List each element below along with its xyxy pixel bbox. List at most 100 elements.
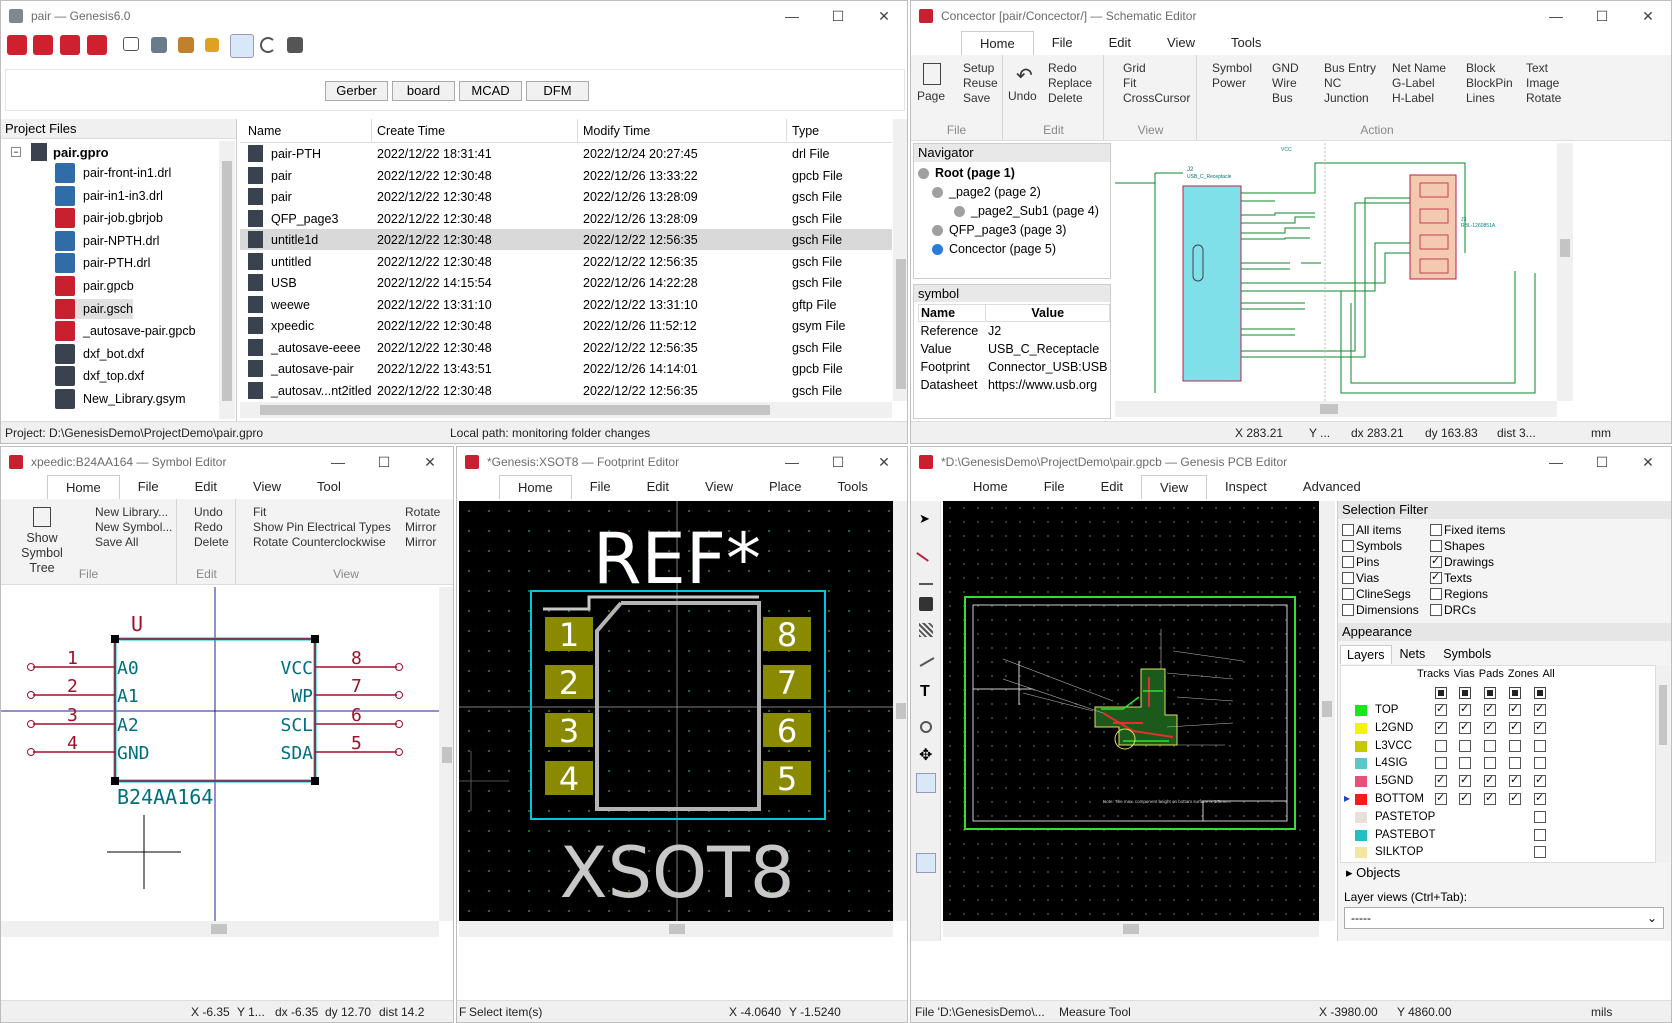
route-track-icon[interactable] xyxy=(916,542,936,562)
checkbox-icon[interactable] xyxy=(1342,572,1354,584)
checkbox-icon[interactable] xyxy=(1342,588,1354,600)
toggle-all-icon[interactable] xyxy=(1459,687,1471,699)
layer-visibility-checkbox[interactable] xyxy=(1509,739,1521,752)
layer-visibility-checkbox[interactable] xyxy=(1509,720,1521,734)
h-label-tool[interactable]: H-Label xyxy=(1392,91,1435,105)
filter-checkbox[interactable]: Pins xyxy=(1342,555,1379,569)
show-symbol-tree-button[interactable]: Show Symbol Tree xyxy=(21,531,63,575)
schematic-canvas[interactable]: J2 USB_C_Receptacle VCC xyxy=(1115,143,1557,401)
tab-symbols[interactable]: Symbols xyxy=(1443,647,1492,661)
filter-checkbox[interactable]: Symbols xyxy=(1342,539,1402,553)
navigator-item[interactable]: _page2_Sub1 (page 4) xyxy=(954,204,1099,218)
layer-row[interactable]: L3VCC xyxy=(1341,738,1655,755)
fp-hscroll[interactable] xyxy=(459,921,893,937)
checkbox-icon[interactable] xyxy=(1342,524,1354,536)
close-icon[interactable]: ✕ xyxy=(424,453,436,470)
mirror-x-button[interactable]: Mirror xyxy=(405,520,437,534)
navigator-item[interactable]: QFP_page3 (page 3) xyxy=(932,223,1066,237)
close-icon[interactable]: ✕ xyxy=(878,453,890,470)
tree-item[interactable]: pair-in1-in3.drl xyxy=(55,185,163,206)
footprint-pad[interactable]: 1 xyxy=(545,616,593,654)
undo-button[interactable]: Undo xyxy=(194,505,223,519)
layer-visibility-checkbox[interactable] xyxy=(1534,702,1546,716)
tab-nets[interactable]: Nets xyxy=(1399,647,1426,661)
text-tool[interactable]: Text xyxy=(1526,61,1549,75)
footprint-editor-icon[interactable] xyxy=(87,35,107,55)
menu-edit[interactable]: Edit xyxy=(1100,479,1124,494)
delete-button[interactable]: Delete xyxy=(1048,91,1083,105)
menu-view[interactable]: View xyxy=(705,479,733,494)
menu-file[interactable]: File xyxy=(1051,35,1073,50)
checkbox-icon[interactable] xyxy=(1430,554,1442,568)
column-header[interactable]: Name xyxy=(248,124,282,138)
checkbox-icon[interactable] xyxy=(1430,604,1442,616)
navigator-item[interactable]: Concector (page 5) xyxy=(932,242,1056,256)
footprint-pad[interactable]: 6 xyxy=(763,712,811,750)
menu-home[interactable]: Home xyxy=(961,31,1034,55)
minimize-icon[interactable]: — xyxy=(785,8,799,24)
crosscursor-button[interactable]: CrossCursor xyxy=(1123,91,1191,105)
filter-checkbox[interactable]: Texts xyxy=(1430,570,1472,585)
page-icon[interactable] xyxy=(923,63,941,85)
layer-visibility-checkbox[interactable] xyxy=(1459,739,1471,752)
block-tool[interactable]: Block xyxy=(1466,61,1496,75)
close-icon[interactable]: ✕ xyxy=(1642,7,1654,24)
replace-button[interactable]: Replace xyxy=(1048,76,1093,90)
pcb-canvas[interactable]: Note: The max. component height on botto… xyxy=(943,501,1319,921)
layer-row[interactable]: L4SIG xyxy=(1341,755,1655,772)
menu-edit[interactable]: Edit xyxy=(194,479,218,494)
layer-visibility-checkbox[interactable] xyxy=(1509,702,1521,716)
lines-tool[interactable]: Lines xyxy=(1466,91,1495,105)
cube-icon[interactable] xyxy=(230,34,254,58)
sch-hscroll[interactable] xyxy=(1115,401,1557,417)
menu-view[interactable]: View xyxy=(1167,35,1195,50)
checkbox-icon[interactable] xyxy=(1430,524,1442,536)
layers-vscroll[interactable] xyxy=(1656,665,1670,863)
menu-place[interactable]: Place xyxy=(769,479,802,494)
tree-item[interactable]: dxf_bot.dxf xyxy=(55,343,144,364)
undo-button[interactable]: Undo xyxy=(1008,89,1037,103)
rotate-button[interactable]: Rotate xyxy=(405,505,441,519)
toggle-all-icon[interactable] xyxy=(1509,687,1521,699)
filter-checkbox[interactable]: DRCs xyxy=(1430,603,1476,617)
grid-icon[interactable] xyxy=(916,773,936,793)
gerber-icon[interactable] xyxy=(151,37,167,53)
menu-tools[interactable]: Tools xyxy=(837,479,868,494)
layer-visibility-checkbox[interactable] xyxy=(1459,702,1471,716)
power-tool[interactable]: Power xyxy=(1212,76,1247,90)
fp-vscroll[interactable] xyxy=(893,501,907,921)
menu-inspect[interactable]: Inspect xyxy=(1225,479,1267,494)
column-divider[interactable] xyxy=(371,119,372,143)
tree-root[interactable]: − pair.gpro xyxy=(11,143,109,161)
layer-color-swatch[interactable] xyxy=(1355,811,1367,823)
tree-item[interactable]: pair-NPTH.drl xyxy=(55,230,159,251)
layer-visibility-checkbox[interactable] xyxy=(1435,720,1447,734)
checkbox-icon[interactable] xyxy=(1430,570,1442,584)
layer-visibility-checkbox[interactable] xyxy=(1459,757,1471,770)
zone-icon[interactable] xyxy=(919,623,933,637)
menu-view[interactable]: View xyxy=(1141,475,1207,499)
layer-visibility-checkbox[interactable] xyxy=(1534,773,1546,788)
menu-home[interactable]: Home xyxy=(973,479,1008,494)
undo-icon[interactable]: ↶ xyxy=(1016,65,1033,87)
maximize-icon[interactable]: ☐ xyxy=(831,453,845,470)
bus-tool[interactable]: Bus xyxy=(1272,91,1293,105)
checkbox-icon[interactable] xyxy=(1430,540,1442,552)
symbol-pin[interactable]: 7WP xyxy=(291,676,403,707)
tab-mcad[interactable]: MCAD xyxy=(459,81,522,101)
layer-color-swatch[interactable] xyxy=(1355,740,1367,752)
folder-icon[interactable] xyxy=(123,37,139,51)
footprint-pad[interactable]: 4 xyxy=(545,760,593,798)
column-header[interactable]: Type xyxy=(792,124,820,138)
layer-color-swatch[interactable] xyxy=(1355,829,1367,841)
rotate-tool[interactable]: Rotate xyxy=(1526,91,1562,105)
